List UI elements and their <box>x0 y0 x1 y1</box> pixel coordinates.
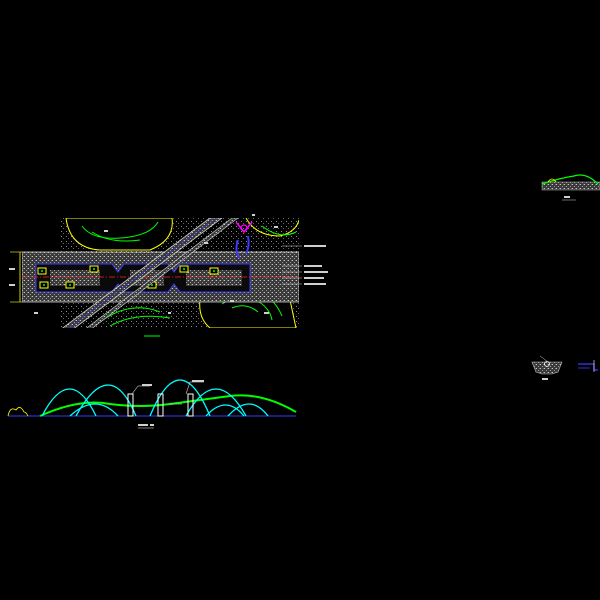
planting-bed-north <box>65 218 173 251</box>
elevation-shrub <box>7 407 29 417</box>
plan-view <box>9 214 328 337</box>
detail-c-profile <box>578 360 598 372</box>
elevation-view <box>7 379 297 429</box>
water-jet-arcs <box>41 379 269 417</box>
nozzle-posts <box>127 393 194 417</box>
stepping-feature <box>235 221 253 259</box>
detail-a-section <box>541 174 600 201</box>
detail-b-section <box>531 355 563 380</box>
plan-leader-lines <box>282 245 302 285</box>
